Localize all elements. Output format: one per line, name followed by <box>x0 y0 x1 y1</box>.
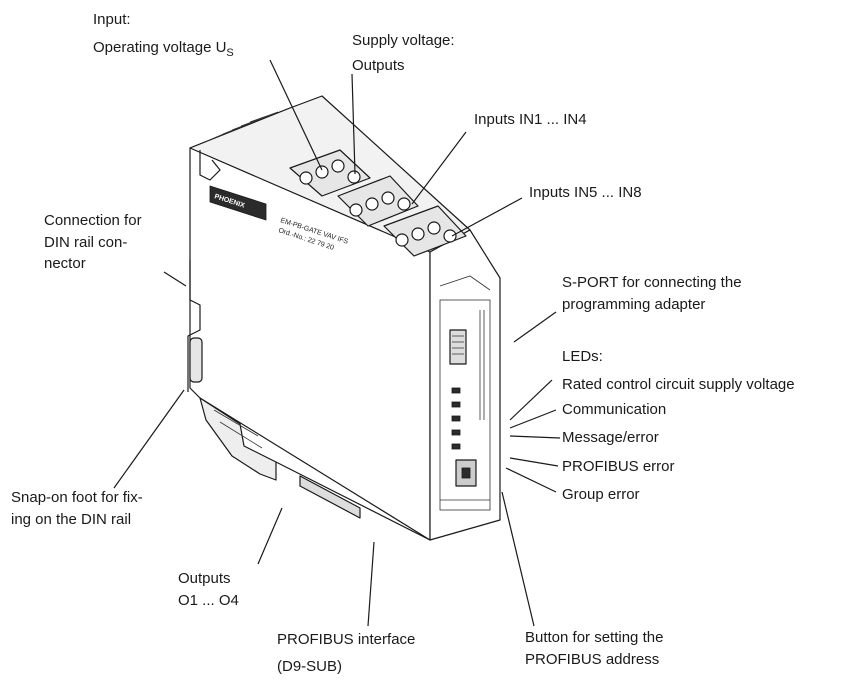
label-led-rated: Rated control circuit supply voltage <box>562 376 795 393</box>
label-outputs-bottom-line1: Outputs <box>178 570 231 587</box>
label-connection-line2: DIN rail con- <box>44 234 127 251</box>
led-group-indicator <box>451 443 461 450</box>
callout-labels: Input: Operating voltage US Supply volta… <box>11 11 795 675</box>
housing-rear-ribs <box>204 111 279 143</box>
label-profibus-line1: PROFIBUS interface <box>277 631 415 648</box>
housing-front-face <box>429 229 501 541</box>
label-led-message: Message/error <box>562 429 659 446</box>
label-led-group: Group error <box>562 486 640 503</box>
led-rated-indicator <box>451 387 461 394</box>
snap-on-foot <box>199 397 277 481</box>
label-button-line2: PROFIBUS address <box>525 651 659 668</box>
front-panel <box>439 275 491 511</box>
label-supply-voltage: Supply voltage: <box>352 32 455 49</box>
din-rail-connector-slot <box>187 260 201 392</box>
label-operating-voltage: Operating voltage US <box>93 39 234 59</box>
label-button-line1: Button for setting the <box>525 629 663 646</box>
label-operating-voltage-subscript: S <box>226 47 233 59</box>
label-led-profibus: PROFIBUS error <box>562 458 675 475</box>
label-sport-line2: programming adapter <box>562 296 705 313</box>
d9-sub-connector <box>299 475 361 519</box>
label-inputs-1-4: Inputs IN1 ... IN4 <box>474 111 587 128</box>
label-outputs-bottom-line2: O1 ... O4 <box>178 592 239 609</box>
label-leds-title: LEDs: <box>562 348 603 365</box>
label-sport-line1: S-PORT for connecting the <box>562 274 742 291</box>
leader-lines <box>113 59 561 627</box>
terminal-blocks <box>289 149 467 257</box>
label-snap-line2: ing on the DIN rail <box>11 511 131 528</box>
label-connection-line3: nector <box>44 255 86 272</box>
label-snap-line1: Snap-on foot for fix- <box>11 489 143 506</box>
label-input-title: Input: <box>93 11 131 28</box>
label-led-communication: Communication <box>562 401 666 418</box>
label-inputs-5-8: Inputs IN5 ... IN8 <box>529 184 642 201</box>
label-outputs-top: Outputs <box>352 57 405 74</box>
sport-connector <box>449 329 467 365</box>
led-communication-indicator <box>451 401 461 408</box>
label-profibus-line2: (D9-SUB) <box>277 658 342 675</box>
din-connector-window <box>189 337 203 383</box>
label-connection-line1: Connection for <box>44 212 142 229</box>
led-profibus-indicator <box>451 429 461 436</box>
led-message-indicator <box>451 415 461 422</box>
